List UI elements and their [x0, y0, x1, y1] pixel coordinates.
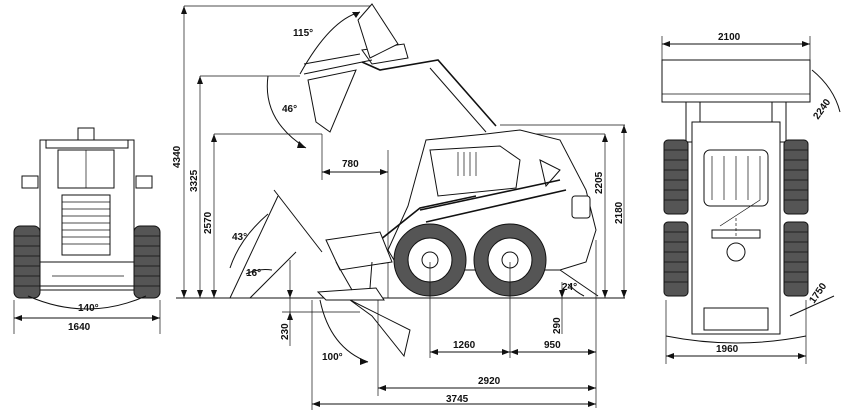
- dim-front-width: 1640: [68, 322, 91, 333]
- angle-dump: 46°: [282, 104, 297, 115]
- dim-top-width: 2100: [718, 32, 741, 43]
- dim-length-no-bucket: 2920: [478, 376, 501, 387]
- front-right-tire: [133, 225, 161, 299]
- dim-height-overall: 2180: [614, 201, 625, 224]
- top-bucket: [661, 59, 811, 103]
- dim-top-radius-rear: 1750: [807, 281, 829, 306]
- front-left-tire: [13, 225, 41, 299]
- angle-departure: 24°: [562, 282, 577, 293]
- dim-height-dump: 2570: [203, 211, 214, 234]
- top-view: 2100: [661, 32, 841, 364]
- dim-height-hinge: 3325: [189, 169, 200, 192]
- dim-top-track: 1960: [716, 344, 739, 355]
- bucket-curled: [349, 299, 411, 358]
- top-tire-front-left: [663, 139, 689, 215]
- top-tire-front-right: [783, 139, 809, 215]
- lift-arm-raised: [361, 59, 497, 127]
- bucket-raised-dump: [307, 69, 357, 133]
- side-view: 4340 3325 2570 780 2205 2180: [172, 3, 627, 410]
- dim-length-overall: 3745: [446, 394, 469, 405]
- bucket-raised-top: [357, 3, 399, 59]
- front-grille: [61, 194, 111, 256]
- top-tire-rear-right: [783, 221, 809, 297]
- dim-wheelbase: 1260: [453, 340, 476, 351]
- dim-rear-overhang: 950: [544, 340, 561, 351]
- top-tire-rear-left: [663, 221, 689, 297]
- dim-dig-depth: 230: [280, 323, 291, 340]
- angle-ground: 16°: [246, 268, 261, 279]
- dim-ground-clear: 290: [552, 317, 563, 334]
- front-beacon: [77, 127, 95, 141]
- dim-front-angle: 140°: [78, 303, 99, 314]
- top-rear-grille: [703, 307, 769, 331]
- dim-reach: 780: [342, 159, 359, 170]
- angle-top: 115°: [293, 28, 313, 39]
- cab-window: [429, 145, 521, 197]
- angle-rollback: 43°: [232, 232, 247, 243]
- dim-height-max: 4340: [172, 145, 183, 168]
- dim-height-cab: 2205: [594, 171, 605, 194]
- front-view: 1640 140°: [13, 127, 161, 334]
- angle-bucket-down: 100°: [322, 352, 343, 363]
- dim-top-radius-front: 2240: [811, 97, 833, 122]
- bucket-lowered: [325, 231, 393, 271]
